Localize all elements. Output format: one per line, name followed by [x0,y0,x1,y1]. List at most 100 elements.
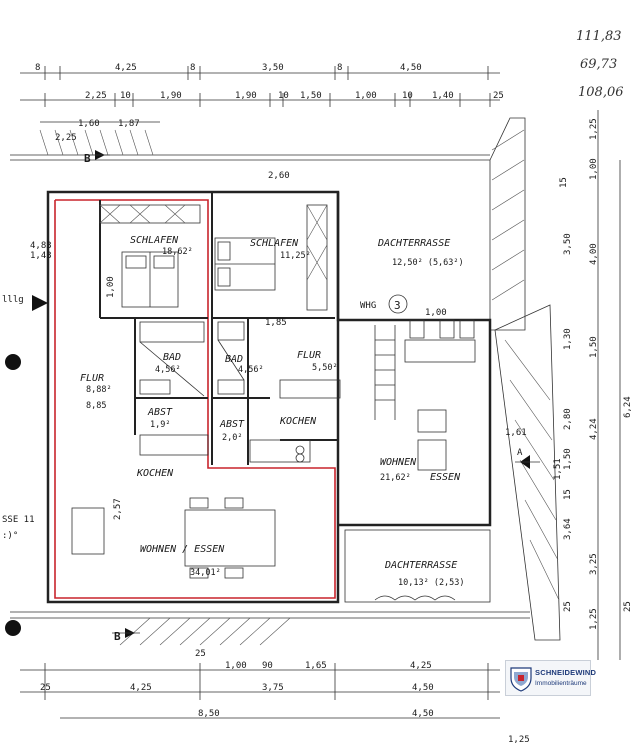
room-flur-1: FLUR [80,373,104,384]
dim-right-10: 6,24 [623,396,633,418]
dim-right-2: 15 [559,177,569,188]
dim-top-1-0: 8 [35,63,40,73]
dim-right-13: 3,25 [589,553,599,575]
room-flur-1-note: 8,85 [86,401,106,411]
room-schlafen-1: SCHLAFEN [130,235,179,246]
room-dachterrasse-top: DACHTERRASSE [377,238,450,249]
room-bad-2: BAD [225,354,243,365]
room-bad-2-area: 4,56² [238,365,264,375]
dim-right-12: 3,64 [563,518,573,540]
section-marker-right [515,455,540,469]
dim-right-1: 1,00 [589,158,599,180]
dim-bottom-2-2: 3,75 [262,683,284,693]
margin-note-2: 108,06 [578,85,624,100]
dim-top-3-3: 2,60 [268,171,290,181]
dim-right-8: 4,24 [589,418,599,440]
room-wohnen-2-area: 34,01² [190,568,221,578]
interior-walls [99,192,339,525]
room-abst-1: ABST [147,407,173,418]
dim-top-2-8: 1,40 [432,91,454,101]
room-abst-1-area: 1,9² [150,420,170,430]
dim-bottom-2-3: 4,50 [412,683,434,693]
dim-top-2-3: 1,90 [235,91,257,101]
dim-top-3-1: 1,87 [118,119,140,129]
room-wohnen-1-area: 21,62² [380,473,411,483]
room-flur-2: FLUR [297,350,321,361]
dim-bottom-1-3: 1,65 [305,661,327,671]
room-dachterrasse-bottom: DACHTERRASSE [384,560,457,571]
room-schlafen-2-area: 11,25² [280,251,311,261]
dim-right-7: 2,80 [563,408,573,430]
outer-walls [46,190,492,604]
kitchen-counters [139,379,341,463]
dim-top-2-4: 10 [278,91,289,101]
room-dachterrasse-top-area: 12,50² (5,63²) [392,258,464,268]
room-kochen-2: KOCHEN [279,416,317,427]
wardrobe-blocks [99,204,328,311]
dim-inner-0: 1,00 [106,276,116,298]
dim-top-2-0: 2,25 [85,91,107,101]
room-schlafen-2: SCHLAFEN [250,238,299,249]
dim-top-2-2: 1,90 [160,91,182,101]
dim-right-9: 1,50 [563,448,573,470]
dim-right-4: 4,00 [589,243,599,265]
dim-top-1-2: 8 [190,63,195,73]
dim-bottom-3-1: 4,50 [412,709,434,719]
dim-top-2-9: 25 [493,91,504,101]
dim-bottom-2-0: 25 [40,683,51,693]
top-dimension-lines [20,66,500,123]
dim-top-1-3: 3,50 [262,63,284,73]
dim-inner-1: 1,85 [265,318,287,328]
bottom-dimension-lines [20,663,500,719]
dim-top-1-5: 4,50 [400,63,422,73]
room-wohnen-1: WOHNEN [380,457,417,468]
dim-top-2-7: 10 [402,91,413,101]
dim-bottom-2-1: 4,25 [130,683,152,693]
bath-fixtures [139,321,245,397]
unit-label: WHG [360,301,376,311]
dim-right-15: 25 [563,601,573,612]
unit-number: 3 [394,299,401,312]
left-cutoff-1: SSE 11 [2,515,35,525]
dim-top-2-6: 1,00 [355,91,377,101]
dim-right-6: 1,50 [589,336,599,358]
section-marker-bottom [112,628,140,638]
crest-icon [510,667,532,692]
room-bad-1: BAD [163,352,181,363]
apartment-outline [54,199,336,599]
stairs [374,325,396,420]
left-cutoff-0: lllg [2,295,24,305]
unit-number-circle [388,294,408,314]
dim-inner-4: 1,43 [30,251,52,261]
punch-hole-top [5,354,21,370]
brand-logo: SCHNEIDEWIND Immobilienträume [505,660,596,696]
dim-right-5: 1,30 [563,328,573,350]
brand-subtitle: Immobilienträume [535,680,587,687]
right-dimension-lines [597,110,621,660]
dim-top-2-5: 1,50 [300,91,322,101]
dim-bottom-1-0: 25 [195,649,206,659]
dining-set-1 [71,497,276,579]
room-wohnen-1-extra: ESSEN [430,472,461,483]
eave-hatch-top [10,129,490,161]
dim-top-2-1: 10 [120,91,131,101]
dim-inner-6: 1,51 [553,458,563,480]
dim-inner-3: 4,83 [30,241,52,251]
dim-top-3-2: 2,25 [55,133,77,143]
dim-right-11: 15 [563,489,573,500]
room-flur-2-area: 5,50² [312,363,338,373]
margin-note-1: 69,73 [580,57,617,72]
section-marker-top [85,150,110,160]
punch-hole-bottom [5,620,21,636]
dim-bottom-1-4: 4,25 [410,661,432,671]
dim-top-1-1: 4,25 [115,63,137,73]
room-kochen-1: KOCHEN [136,468,174,479]
dim-inner-7: 1,00 [425,308,447,318]
dim-bottom-4-0: 1,25 [508,735,530,745]
room-schlafen-1-area: 18,62² [162,247,193,257]
dim-right-0: 1,25 [589,118,599,140]
dim-bottom-3-0: 8,50 [198,709,220,719]
left-cutoff-2: :)° [2,531,18,541]
room-abst-2: ABST [219,419,245,430]
room-abst-2-area: 2,0² [222,433,242,443]
